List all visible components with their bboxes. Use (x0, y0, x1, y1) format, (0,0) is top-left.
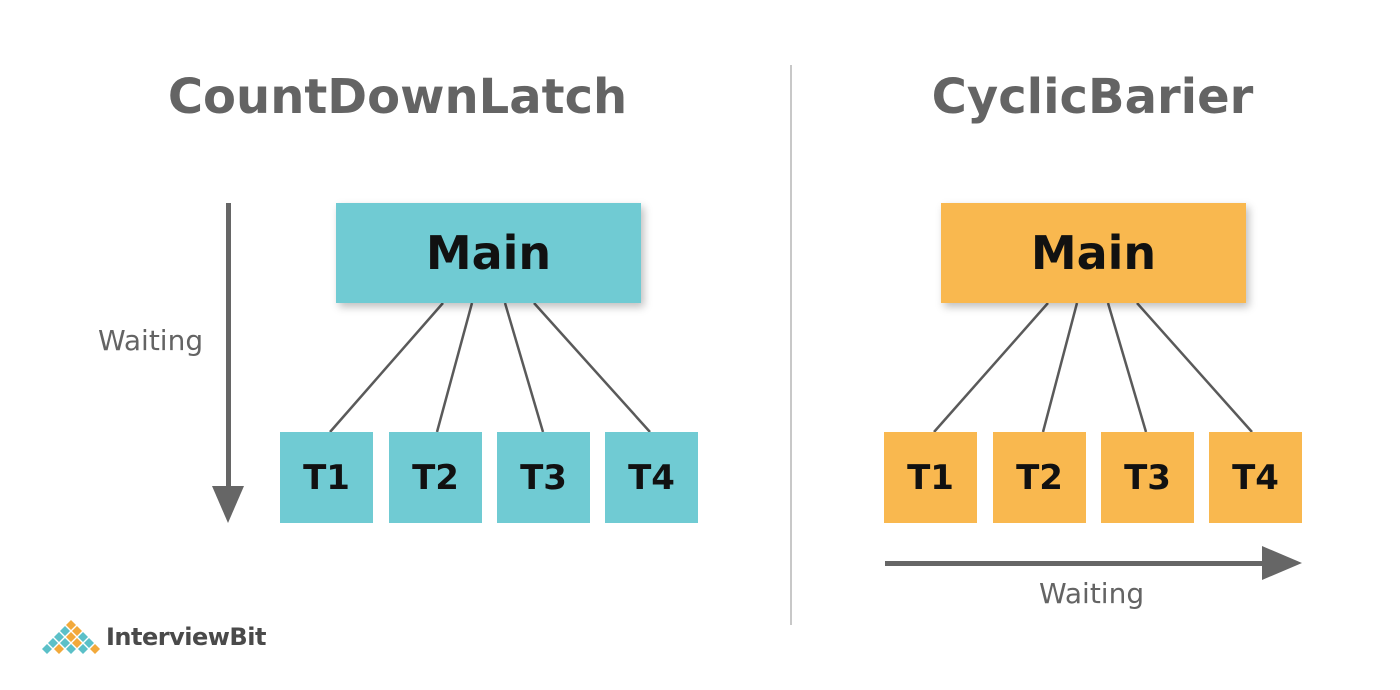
latch-thread-t4: T4 (605, 432, 698, 523)
connector-right-t4 (1136, 302, 1253, 433)
latch-main-box: Main (336, 203, 641, 303)
interviewbit-logo-icon (42, 620, 100, 654)
barrier-waiting-label: Waiting (1039, 577, 1145, 610)
cyclicbarrier-title: CyclicBarier (931, 69, 1254, 125)
latch-thread-t3: T3 (497, 432, 590, 523)
waiting-arrow-right-icon (885, 546, 1302, 580)
connector-left-t4 (533, 302, 651, 433)
waiting-arrow-down-icon (212, 203, 244, 523)
barrier-thread-t3: T3 (1101, 432, 1194, 523)
connector-left-t1 (329, 302, 444, 433)
barrier-thread-t1: T1 (884, 432, 977, 523)
interviewbit-logo-text: InterviewBit (106, 623, 266, 651)
latch-thread-t2: T2 (389, 432, 482, 523)
barrier-thread-t2: T2 (993, 432, 1086, 523)
connector-right-t3 (1106, 302, 1148, 433)
latch-waiting-label: Waiting (98, 324, 204, 357)
barrier-main-label: Main (1030, 226, 1157, 280)
interviewbit-logo: InterviewBit (42, 617, 266, 657)
connector-left-t3 (503, 302, 545, 433)
barrier-main-box: Main (941, 203, 1246, 303)
countdownlatch-title: CountDownLatch (167, 69, 628, 125)
latch-thread-t1: T1 (280, 432, 373, 523)
section-divider (790, 65, 792, 625)
connector-right-t1 (933, 302, 1049, 433)
connector-right-t2 (1041, 302, 1079, 433)
connector-left-t2 (435, 302, 474, 433)
barrier-thread-t4: T4 (1209, 432, 1302, 523)
latch-main-label: Main (425, 226, 552, 280)
